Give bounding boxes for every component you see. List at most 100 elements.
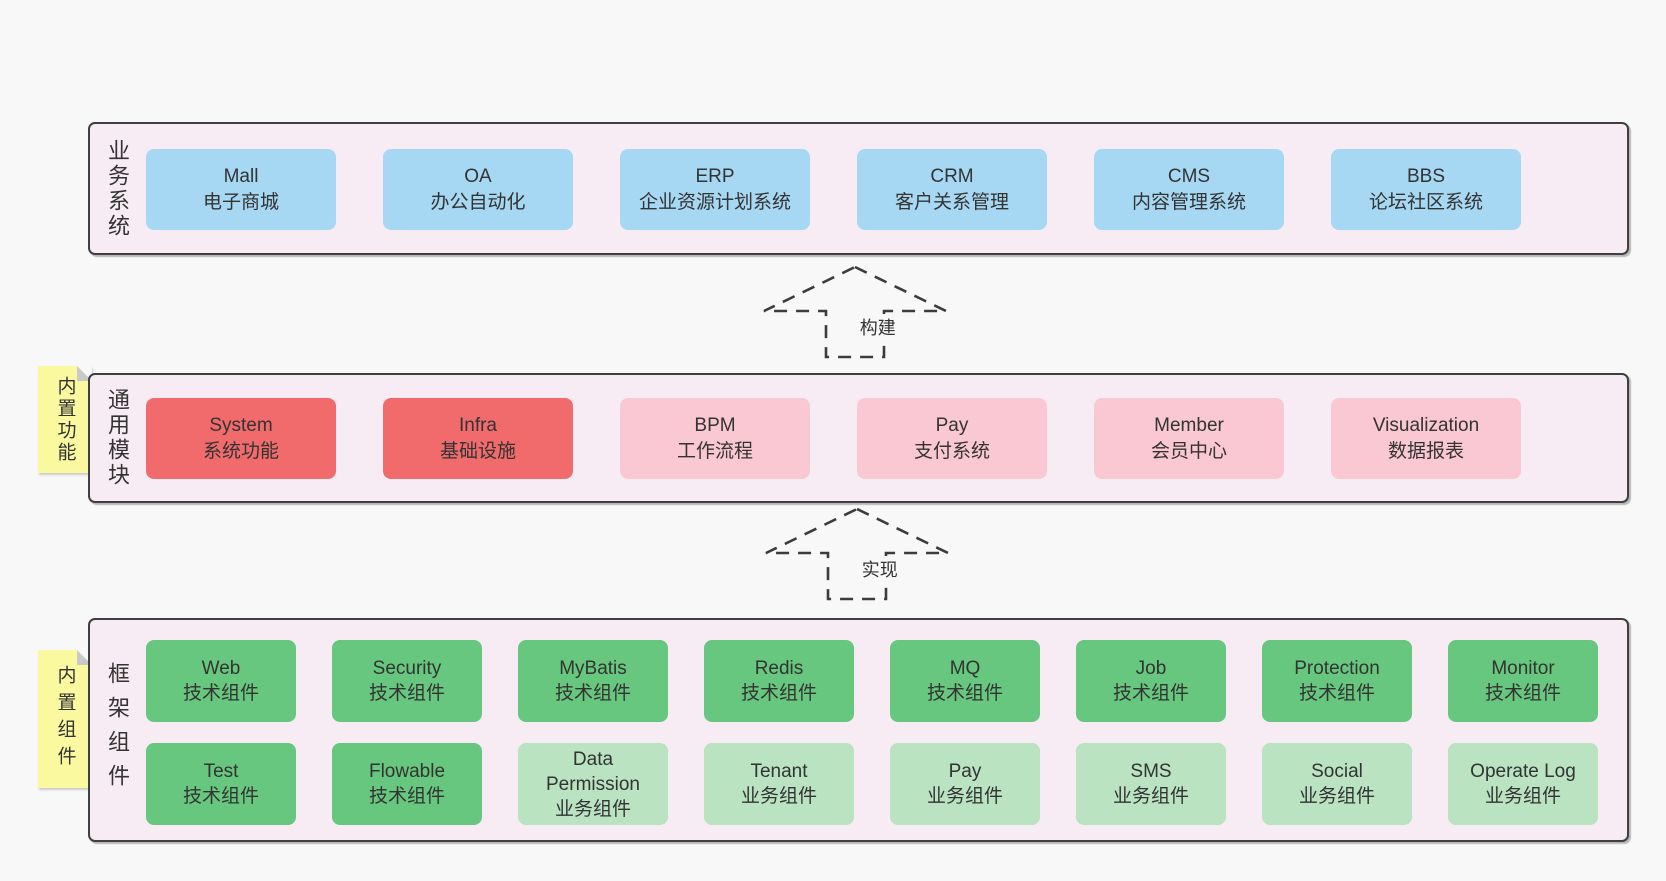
box-flowable-desc: 技术组件 — [368, 786, 445, 807]
box-infra-desc: 基础设施 — [439, 440, 516, 462]
layer-modules-label: 通用模块 — [105, 388, 130, 488]
layer-business-label: 业务系统 — [105, 138, 130, 239]
box-web: Web 技术组件 — [146, 640, 296, 722]
sticky-note-builtin-components: 内置组件 — [38, 650, 92, 788]
box-mybatis-desc: 技术组件 — [554, 683, 631, 704]
box-tenant-desc: 业务组件 — [740, 786, 817, 807]
box-flowable-name: Flowable — [368, 761, 446, 782]
box-social-name: Social — [1311, 761, 1363, 782]
box-web-desc: 技术组件 — [182, 683, 259, 704]
box-data-permission: Data Permission 业务组件 — [518, 743, 668, 825]
box-monitor-desc: 技术组件 — [1484, 683, 1561, 704]
business-box-row: Mall 电子商城 OA 办公自动化 ERP 企业资源计划系统 CRM 客户关系… — [146, 149, 1521, 230]
box-job-desc: 技术组件 — [1112, 683, 1189, 704]
box-data-permission-desc: 业务组件 — [554, 798, 631, 820]
sticky-note-builtin-features: 内置功能 — [38, 366, 92, 473]
box-data-permission-name: Data Permission — [546, 748, 640, 795]
box-social-desc: 业务组件 — [1298, 786, 1375, 807]
build-arrow: 构建 — [760, 264, 950, 360]
modules-box-row: System 系统功能 Infra 基础设施 BPM 工作流程 Pay 支付系统… — [146, 398, 1521, 479]
box-infra-name: Infra — [458, 414, 498, 436]
components-box-row-1: Web 技术组件 Security 技术组件 MyBatis 技术组件 Redi… — [146, 640, 1598, 722]
box-sms-desc: 业务组件 — [1112, 786, 1189, 807]
box-member-desc: 会员中心 — [1150, 440, 1227, 462]
box-job: Job 技术组件 — [1076, 640, 1226, 722]
box-crm-name: CRM — [930, 165, 974, 187]
box-visualization-desc: 数据报表 — [1387, 440, 1464, 462]
box-protection-desc: 技术组件 — [1298, 683, 1375, 704]
box-pay: Pay 支付系统 — [857, 398, 1047, 479]
box-bpm-name: BPM — [694, 414, 736, 436]
box-redis-name: Redis — [754, 658, 804, 679]
box-crm-desc: 客户关系管理 — [894, 191, 1009, 213]
box-test-name: Test — [203, 761, 239, 782]
box-mq-name: MQ — [949, 658, 981, 679]
box-bpm: BPM 工作流程 — [620, 398, 810, 479]
box-security-desc: 技术组件 — [368, 683, 445, 704]
box-monitor-name: Monitor — [1491, 658, 1555, 679]
box-mall-name: Mall — [223, 165, 259, 187]
box-visualization: Visualization 数据报表 — [1331, 398, 1521, 479]
box-security: Security 技术组件 — [332, 640, 482, 722]
box-bbs: BBS 论坛社区系统 — [1331, 149, 1521, 230]
box-erp-name: ERP — [695, 165, 735, 187]
box-cms-name: CMS — [1167, 165, 1211, 187]
box-oa-desc: 办公自动化 — [430, 191, 526, 213]
box-bpm-desc: 工作流程 — [676, 440, 753, 462]
box-sms-name: SMS — [1130, 761, 1172, 782]
box-web-name: Web — [201, 658, 241, 679]
box-mybatis: MyBatis 技术组件 — [518, 640, 668, 722]
layer-business-systems: 业务系统 Mall 电子商城 OA 办公自动化 ERP 企业资源计划系统 CRM… — [88, 122, 1629, 255]
box-cms: CMS 内容管理系统 — [1094, 149, 1284, 230]
box-erp-desc: 企业资源计划系统 — [638, 191, 791, 213]
box-infra: Infra 基础设施 — [383, 398, 573, 479]
box-system-name: System — [209, 414, 273, 436]
box-redis: Redis 技术组件 — [704, 640, 854, 722]
box-bbs-name: BBS — [1406, 165, 1446, 187]
layer-components-label: 框架组件 — [105, 662, 130, 798]
box-crm: CRM 客户关系管理 — [857, 149, 1047, 230]
box-member: Member 会员中心 — [1094, 398, 1284, 479]
box-system: System 系统功能 — [146, 398, 336, 479]
build-arrow-label: 构建 — [857, 314, 898, 341]
box-sms: SMS 业务组件 — [1076, 743, 1226, 825]
up-block-arrow-icon — [763, 265, 947, 359]
box-mybatis-name: MyBatis — [559, 658, 627, 679]
box-mq: MQ 技术组件 — [890, 640, 1040, 722]
box-test: Test 技术组件 — [146, 743, 296, 825]
box-bbs-desc: 论坛社区系统 — [1368, 191, 1483, 213]
box-pay-business-name: Pay — [948, 761, 982, 782]
implement-arrow: 实现 — [762, 506, 952, 602]
box-protection: Protection 技术组件 — [1262, 640, 1412, 722]
box-pay-business-desc: 业务组件 — [926, 786, 1003, 807]
box-monitor: Monitor 技术组件 — [1448, 640, 1598, 722]
box-pay-desc: 支付系统 — [913, 440, 990, 462]
box-pay-business: Pay 业务组件 — [890, 743, 1040, 825]
box-mq-desc: 技术组件 — [926, 683, 1003, 704]
box-cms-desc: 内容管理系统 — [1131, 191, 1246, 213]
box-tenant-name: Tenant — [750, 761, 808, 782]
box-security-name: Security — [372, 658, 442, 679]
box-operate-log-desc: 业务组件 — [1484, 786, 1561, 807]
box-visualization-name: Visualization — [1372, 414, 1480, 436]
box-operate-log: Operate Log 业务组件 — [1448, 743, 1598, 825]
up-block-arrow-icon — [765, 507, 949, 601]
box-member-name: Member — [1154, 414, 1224, 436]
box-tenant: Tenant 业务组件 — [704, 743, 854, 825]
box-operate-log-name: Operate Log — [1470, 761, 1576, 782]
layer-framework-components: 框架组件 Web 技术组件 Security 技术组件 MyBatis 技术组件… — [88, 618, 1629, 842]
box-job-name: Job — [1135, 658, 1167, 679]
box-redis-desc: 技术组件 — [740, 683, 817, 704]
box-flowable: Flowable 技术组件 — [332, 743, 482, 825]
box-system-desc: 系统功能 — [202, 440, 279, 462]
box-mall-desc: 电子商城 — [202, 191, 279, 213]
box-erp: ERP 企业资源计划系统 — [620, 149, 810, 230]
box-protection-name: Protection — [1294, 658, 1380, 679]
sticky-builtin-components-text: 内置组件 — [54, 665, 76, 773]
box-mall: Mall 电子商城 — [146, 149, 336, 230]
box-oa: OA 办公自动化 — [383, 149, 573, 230]
sticky-builtin-features-text: 内置功能 — [54, 375, 76, 464]
layer-common-modules: 通用模块 System 系统功能 Infra 基础设施 BPM 工作流程 Pay… — [88, 373, 1629, 503]
box-oa-name: OA — [464, 165, 492, 187]
